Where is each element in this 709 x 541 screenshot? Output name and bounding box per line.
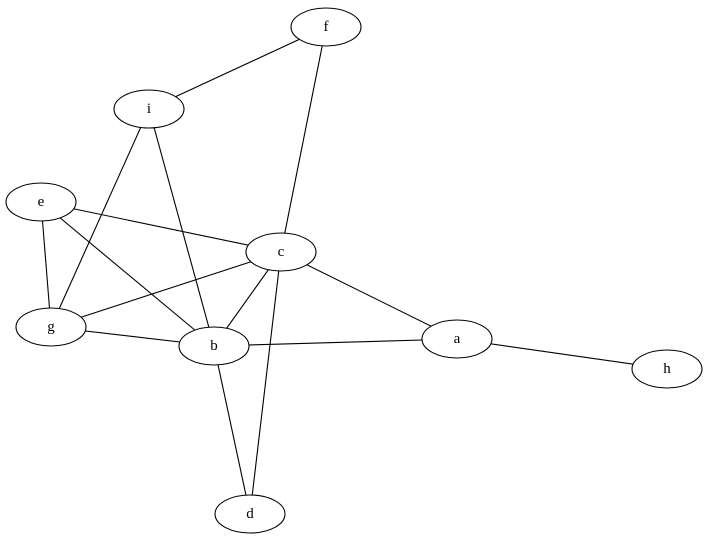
edge-a-h xyxy=(456,338,668,370)
node-c-label: c xyxy=(278,244,285,260)
node-g-ellipse xyxy=(15,307,87,347)
node-i-label: i xyxy=(147,101,151,117)
node-e: e xyxy=(5,182,77,222)
node-e-label: e xyxy=(38,194,45,210)
edge-c-d xyxy=(249,251,282,515)
node-d-label: d xyxy=(246,506,254,522)
edge-i-g xyxy=(50,108,150,328)
node-f-ellipse xyxy=(290,7,362,47)
node-f-label: f xyxy=(324,19,329,35)
node-d: d xyxy=(214,494,286,534)
edge-i-b xyxy=(148,108,215,347)
edge-e-c xyxy=(40,201,282,253)
edge-b-d xyxy=(213,345,251,515)
node-a: a xyxy=(421,319,493,359)
node-g: g xyxy=(15,307,87,347)
edge-c-a xyxy=(280,251,458,340)
node-c: c xyxy=(245,232,317,272)
node-b-ellipse xyxy=(178,326,250,366)
edge-e-g xyxy=(40,201,52,328)
edge-b-a xyxy=(213,338,458,347)
edge-c-g xyxy=(50,251,282,328)
node-g-label: g xyxy=(47,319,55,335)
node-d-ellipse xyxy=(214,494,286,534)
node-f: f xyxy=(290,7,362,47)
node-b: b xyxy=(178,326,250,366)
node-c-ellipse xyxy=(245,232,317,272)
edge-e-b xyxy=(40,201,215,347)
edge-f-i xyxy=(148,26,327,110)
nodes-layer: a b c d e f g h i xyxy=(5,7,703,534)
edge-f-c xyxy=(280,26,327,253)
node-a-ellipse xyxy=(421,319,493,359)
node-e-ellipse xyxy=(5,182,77,222)
node-h-ellipse xyxy=(631,349,703,389)
node-i-ellipse xyxy=(113,89,185,129)
node-b-label: b xyxy=(210,338,218,354)
node-h: h xyxy=(631,349,703,389)
node-a-label: a xyxy=(454,331,461,347)
node-i: i xyxy=(113,89,185,129)
node-h-label: h xyxy=(663,361,671,377)
